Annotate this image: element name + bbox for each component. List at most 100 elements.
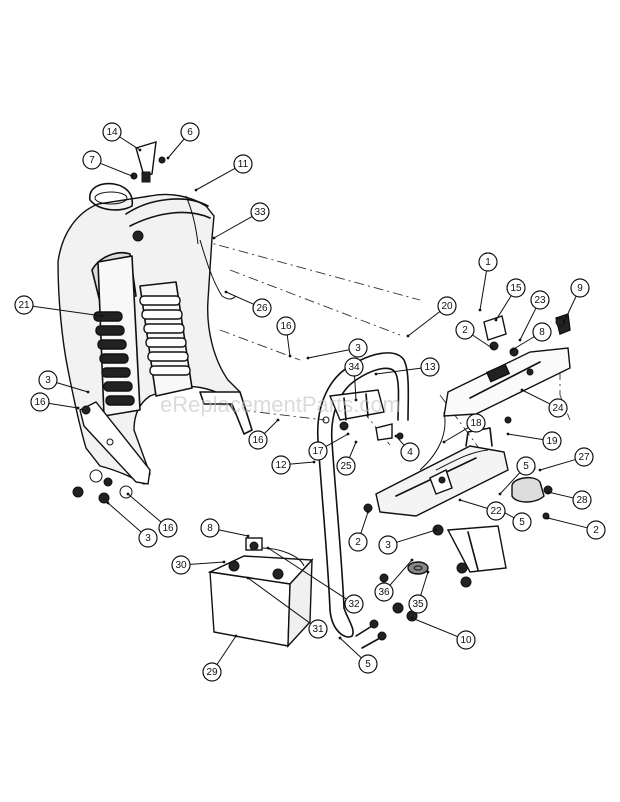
callout-number: 2 xyxy=(593,525,599,536)
callout-2: 2 xyxy=(455,320,475,340)
leader-line-16 xyxy=(48,402,79,409)
leader-arrow-9 xyxy=(562,320,566,324)
callout-number: 16 xyxy=(162,523,174,534)
leader-line-33 xyxy=(213,215,253,239)
callout-number: 11 xyxy=(238,159,249,170)
battery xyxy=(207,537,314,648)
callout-5: 5 xyxy=(512,512,532,532)
callout-8: 8 xyxy=(532,322,552,342)
leader-arrow-2 xyxy=(366,510,370,514)
callout-number: 13 xyxy=(424,362,436,373)
callout-circle xyxy=(200,518,220,538)
leader-line-3 xyxy=(107,502,142,533)
leader-arrow-18 xyxy=(442,440,446,444)
leader-arrow-26 xyxy=(224,290,228,294)
hood-fasteners xyxy=(72,405,133,504)
leader-line-19 xyxy=(507,433,544,441)
leader-arrow-12 xyxy=(312,460,316,464)
leader-arrow-4 xyxy=(394,434,398,438)
callout-number: 6 xyxy=(187,127,193,138)
callout-4: 4 xyxy=(400,442,420,462)
callout-16: 16 xyxy=(276,316,296,336)
callout-16: 16 xyxy=(30,392,50,412)
callout-circle xyxy=(532,322,552,342)
callout-number: 16 xyxy=(34,397,46,408)
callout-circle xyxy=(348,532,368,552)
callout-circle xyxy=(574,447,594,467)
leader-line-35 xyxy=(420,571,429,596)
leader-arrow-16 xyxy=(276,418,280,422)
callout-circle xyxy=(586,520,606,540)
callout-circle xyxy=(180,122,200,142)
callout-number: 16 xyxy=(252,435,264,446)
callout-5: 5 xyxy=(358,654,378,674)
callout-27: 27 xyxy=(574,447,594,467)
leader-line-16 xyxy=(264,419,279,434)
callout-25: 25 xyxy=(336,456,356,476)
callouts: 1222333345556788910111213141516161616171… xyxy=(14,122,606,682)
leader-line-25 xyxy=(349,441,357,458)
callout-circle xyxy=(271,455,291,475)
leader-arrow-16 xyxy=(126,492,130,496)
callout-number: 17 xyxy=(312,446,324,457)
callout-24: 24 xyxy=(548,398,568,418)
callout-19: 19 xyxy=(542,431,562,451)
callout-number: 28 xyxy=(576,495,588,506)
leader-arrow-2 xyxy=(546,516,550,520)
callout-circle xyxy=(420,357,440,377)
leader-line-9 xyxy=(563,295,577,323)
callout-circle xyxy=(344,594,364,614)
callout-number: 12 xyxy=(275,460,287,471)
callout-circle xyxy=(512,512,532,532)
callout-number: 19 xyxy=(546,436,558,447)
leader-line-2 xyxy=(547,517,588,529)
callout-circle xyxy=(202,662,222,682)
callout-circle xyxy=(344,357,364,377)
callout-number: 8 xyxy=(539,327,545,338)
leader-line-3 xyxy=(396,529,437,543)
leader-arrow-29 xyxy=(234,634,238,638)
leader-line-24 xyxy=(521,389,551,405)
grille-louvers-right xyxy=(139,295,191,376)
leader-line-12 xyxy=(289,461,315,465)
callout-number: 7 xyxy=(89,155,95,166)
callout-33: 33 xyxy=(250,202,270,222)
callout-number: 3 xyxy=(45,375,51,386)
callout-number: 35 xyxy=(412,599,424,610)
callout-number: 8 xyxy=(207,523,213,534)
callout-number: 2 xyxy=(462,325,468,336)
callout-number: 29 xyxy=(206,667,218,678)
callout-14: 14 xyxy=(102,122,122,142)
callout-number: 31 xyxy=(312,624,324,635)
callout-5: 5 xyxy=(516,456,536,476)
watermark: eReplacementParts.com xyxy=(160,392,401,417)
callout-3: 3 xyxy=(38,370,58,390)
callout-circle xyxy=(248,430,268,450)
callout-29: 29 xyxy=(202,662,222,682)
callout-number: 3 xyxy=(355,343,361,354)
callout-20: 20 xyxy=(437,296,457,316)
callout-circle xyxy=(14,295,34,315)
leader-line-16 xyxy=(286,334,291,357)
callout-22: 22 xyxy=(486,501,506,521)
leader-line-36 xyxy=(389,559,413,586)
callout-circle xyxy=(276,316,296,336)
callout-circle xyxy=(30,392,50,412)
callout-circle xyxy=(336,456,356,476)
leader-arrow-32 xyxy=(266,546,270,550)
hood-assembly xyxy=(57,182,253,485)
callout-21: 21 xyxy=(14,295,34,315)
callout-number: 2 xyxy=(355,537,361,548)
leader-line-3 xyxy=(56,382,89,393)
callout-9: 9 xyxy=(570,278,590,298)
callout-circle xyxy=(455,320,475,340)
callout-number: 5 xyxy=(523,461,529,472)
callout-34: 34 xyxy=(344,357,364,377)
callout-number: 26 xyxy=(256,303,268,314)
callout-16: 16 xyxy=(158,518,178,538)
callout-16: 16 xyxy=(248,430,268,450)
callout-circle xyxy=(408,594,428,614)
leader-arrow-8 xyxy=(246,534,250,538)
leader-line-31 xyxy=(247,577,312,625)
callout-circle xyxy=(478,252,498,272)
